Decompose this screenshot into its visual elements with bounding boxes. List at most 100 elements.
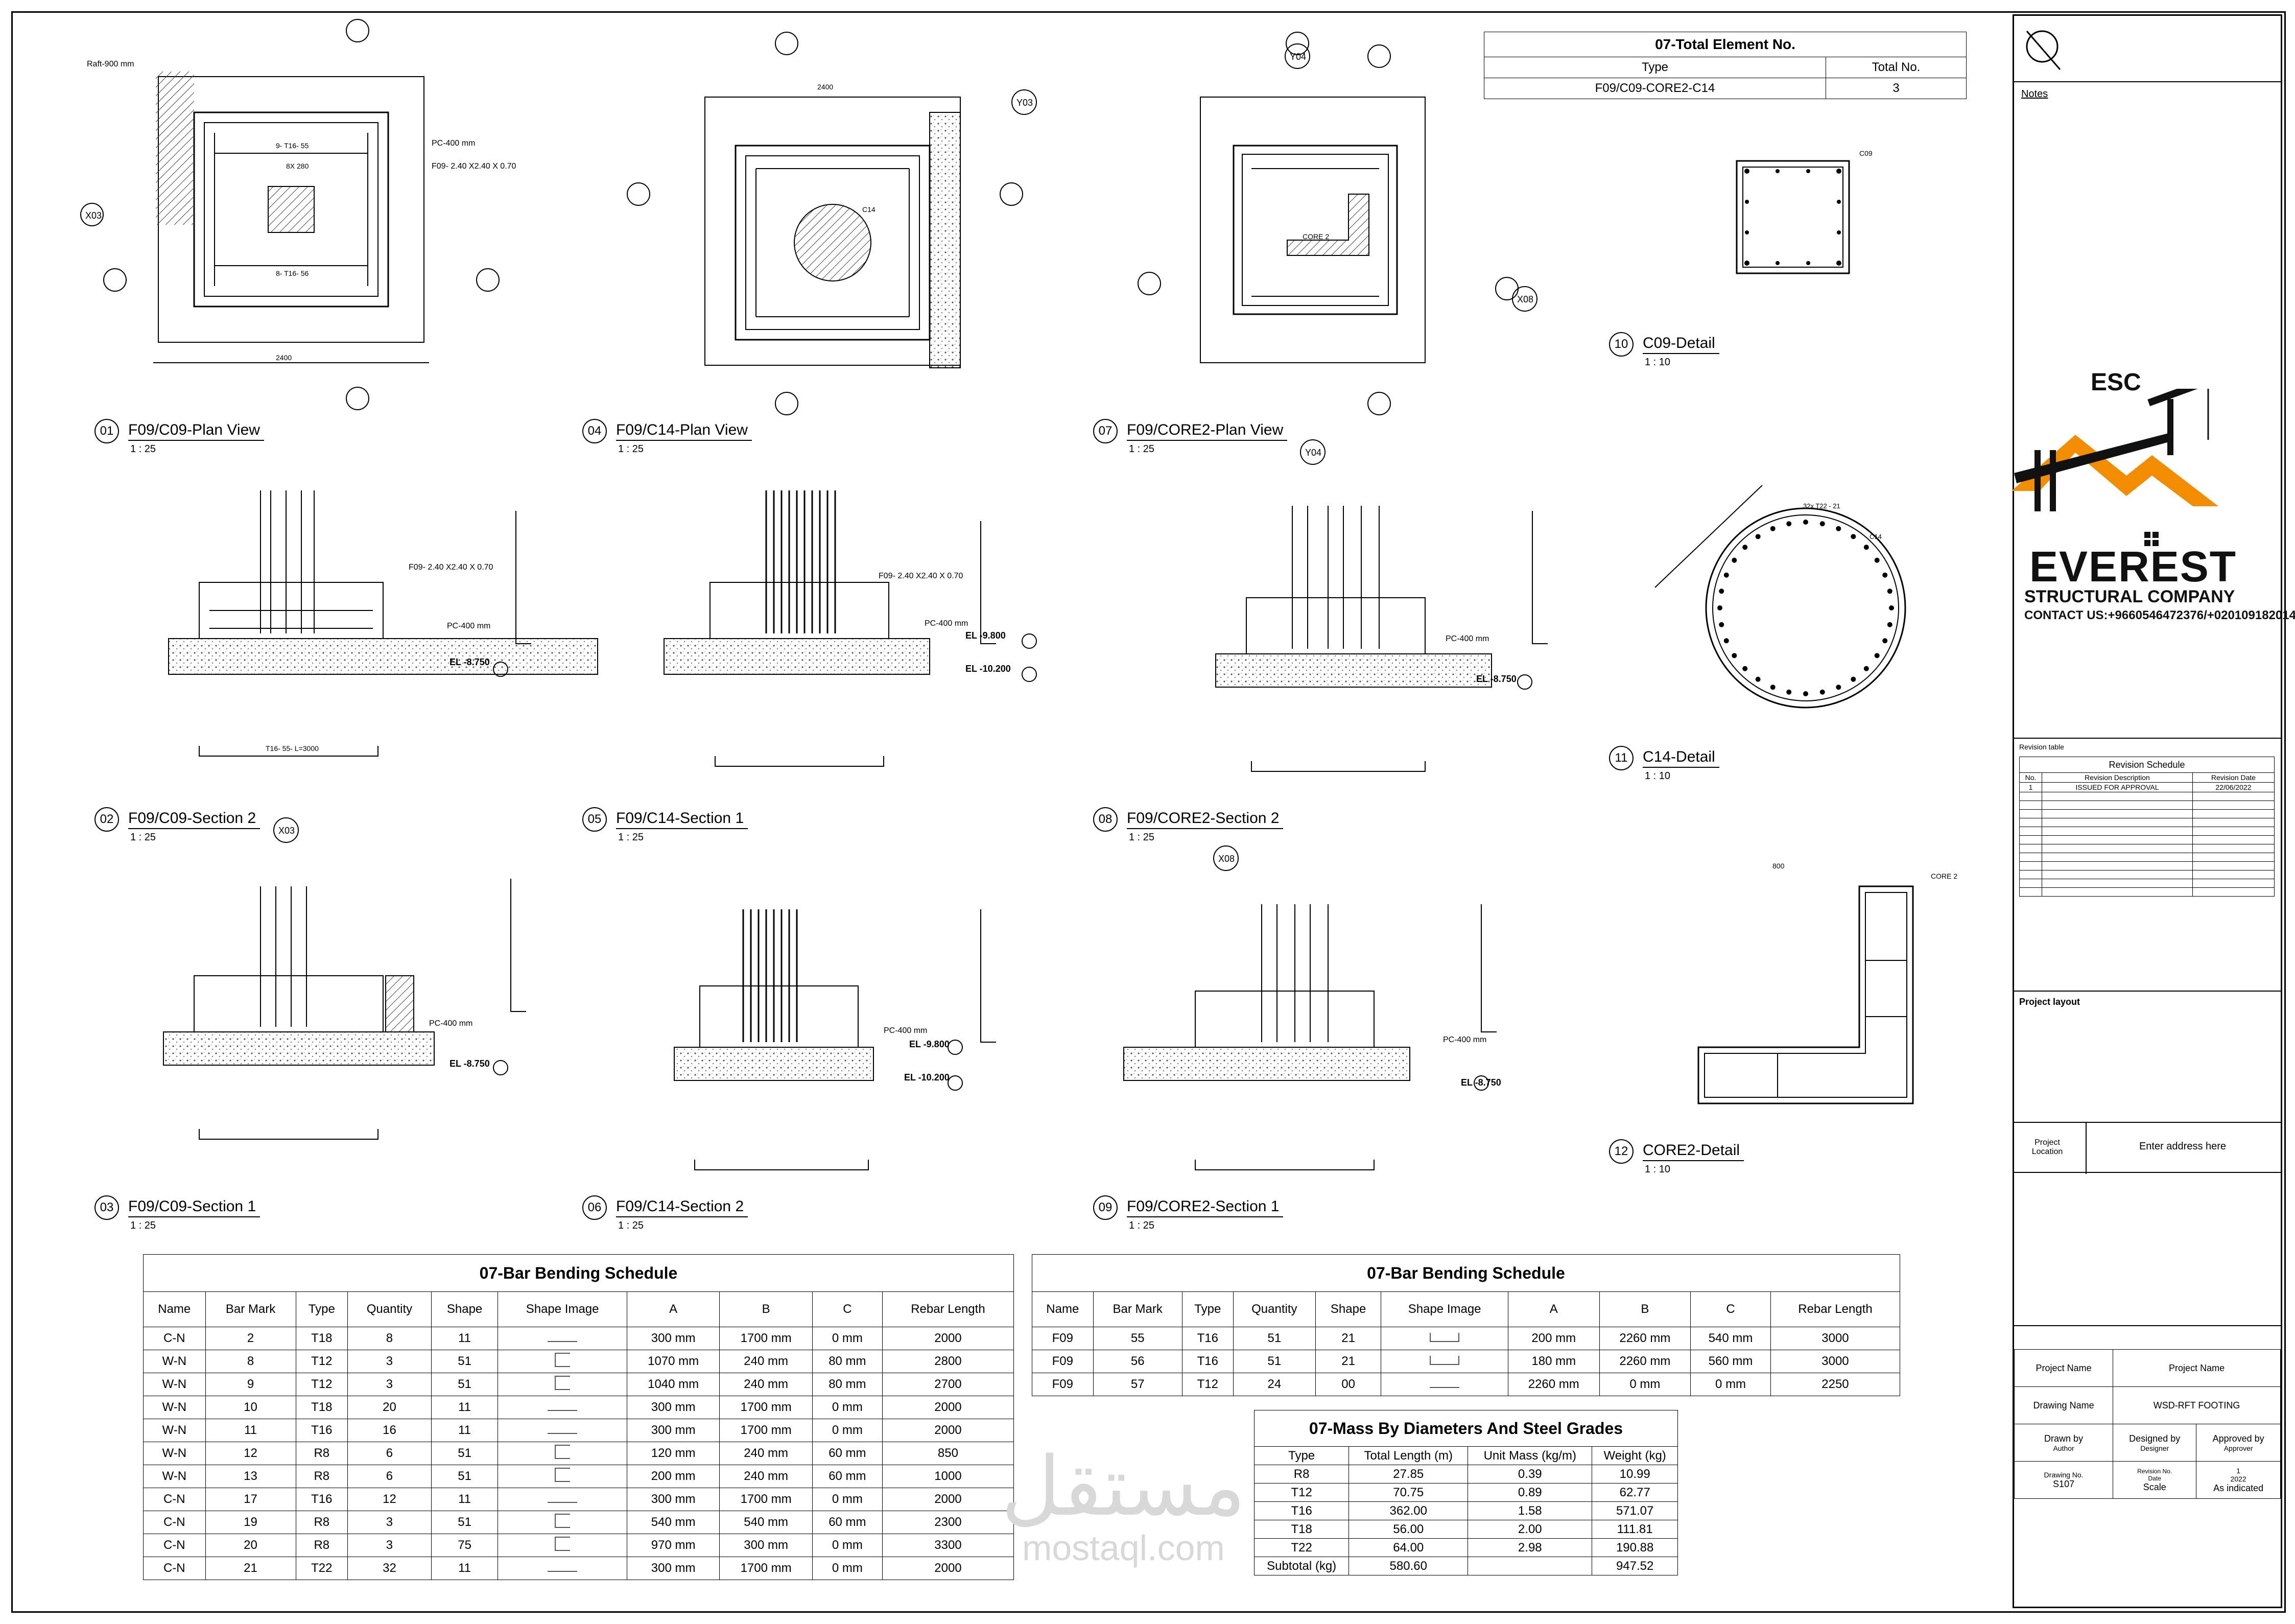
bbs-cell: 3 (347, 1534, 432, 1557)
bbs-cell: 75 (431, 1534, 499, 1557)
bbs-cell: 300 mm (626, 1327, 720, 1350)
c14-rebar-dot (1887, 622, 1892, 627)
c14-rebar-dot (1803, 691, 1808, 696)
mass-cell: 111.81 (1592, 1520, 1678, 1539)
view-number: 01 (94, 419, 119, 443)
section-c14-2 (674, 909, 996, 1170)
company-logo: ESC EVEREST STRUCTURAL COMPANY CONTACT U… (1973, 369, 2295, 622)
total-element-title: 07-Total Element No. (1484, 32, 1967, 57)
designed-by-value: Designer (2140, 1444, 2169, 1452)
mass-cell: 56.00 (1348, 1520, 1469, 1539)
north-box (2014, 16, 2281, 82)
bbs-cell: 20 (205, 1534, 296, 1557)
bbs-cell: 2000 (882, 1488, 1014, 1511)
bbs-cell: 80 mm (812, 1373, 883, 1396)
view-scale: 1 : 25 (130, 443, 156, 455)
bbs-cell: C-N (143, 1327, 206, 1350)
bbs-cell: 1070 mm (626, 1350, 720, 1373)
drawn-by-label: Drawn by (2044, 1433, 2084, 1444)
rebar-shape-icon (548, 1500, 578, 1503)
bbs-cell: 11 (431, 1488, 499, 1511)
mass-cell: 190.88 (1592, 1538, 1678, 1557)
bbs-cell: 51 (431, 1373, 499, 1396)
bbs-shape-cell (498, 1419, 627, 1442)
bbs-shape-cell (498, 1511, 627, 1534)
footing-label: F09- 2.40 X2.40 X 0.70 (432, 162, 516, 171)
view-number: 04 (582, 419, 607, 443)
mass-cell: 1.58 (1468, 1501, 1593, 1520)
bbs-cell: 0 mm (812, 1419, 883, 1442)
logo-company: EVEREST (2029, 543, 2237, 591)
bbs-cell: 6 (347, 1442, 432, 1465)
view-scale: 1 : 25 (618, 832, 644, 843)
bbs-shape-cell (498, 1488, 627, 1511)
bbs-cell: 56 (1093, 1350, 1182, 1373)
bbs-cell: 00 (1315, 1373, 1382, 1396)
pc-label-core2: PC-400 mm (1446, 634, 1489, 643)
bbs-header: A (626, 1291, 720, 1327)
mass-cell: R8 (1253, 1465, 1350, 1484)
c14-detail (1654, 485, 1906, 709)
bbs-header: C (812, 1291, 883, 1327)
bbs-title: 07-Bar Bending Schedule (1032, 1254, 1900, 1292)
bbs-cell: 300 mm (719, 1534, 813, 1557)
bbs-shape-cell (498, 1557, 627, 1580)
bbs-cell: 240 mm (719, 1373, 813, 1396)
bbs-cell: 1700 mm (719, 1557, 813, 1580)
bbs-cell: T16 (295, 1419, 348, 1442)
el-c14a-2: EL -9.800 (909, 1039, 950, 1049)
revision-no-value: 1 (2236, 1466, 2241, 1475)
bbs-cell: R8 (295, 1511, 348, 1534)
view-scale: 1 : 25 (1129, 832, 1155, 843)
c14-rebar-dot (1755, 534, 1761, 539)
bbs-header: B (719, 1291, 813, 1327)
el-label-s2: EL -8.750 (449, 657, 490, 667)
bbs-cell: F09 (1032, 1373, 1094, 1396)
bbs-cell: C-N (143, 1511, 206, 1534)
view-name: C09-Detail (1643, 335, 1719, 354)
c14-rebar-dot (1742, 666, 1748, 671)
bbs-cell: 11 (431, 1396, 499, 1419)
logo-graphic (2012, 389, 2218, 546)
bbs-cell: 60 mm (812, 1442, 883, 1465)
bbs-cell: 180 mm (1507, 1350, 1600, 1373)
mass-cell: 0.89 (1468, 1483, 1593, 1502)
bbs-cell: 1000 (882, 1465, 1014, 1488)
project-name-value: Project Name (2113, 1349, 2281, 1387)
drawing-canvas: X03 Raft-900 mm PC-400 mm F09- 2.40 X2.4… (80, 19, 1957, 1170)
pc-label-core2-1: PC-400 mm (1443, 1035, 1486, 1044)
bbs-cell: 3 (347, 1373, 432, 1396)
rebar-shape-icon (548, 1339, 578, 1342)
bbs-cell: 120 mm (626, 1442, 720, 1465)
c14-detail-label: C14 (1870, 533, 1882, 540)
grid-y03-label: Y03 (1016, 98, 1033, 108)
view-number: 06 (582, 1195, 607, 1220)
bbs-cell: 2260 mm (1507, 1373, 1600, 1396)
bbs-cell: 300 mm (626, 1488, 720, 1511)
footing-label-s2: F09- 2.40 X2.40 X 0.70 (409, 563, 493, 572)
section-c09-2 (168, 490, 598, 757)
el-c14b: EL -10.200 (965, 664, 1011, 674)
bbs-header: Rebar Length (1770, 1291, 1901, 1327)
bbs-cell: W-N (143, 1373, 206, 1396)
c14-bars (1717, 520, 1894, 696)
section-core2-1 (1123, 845, 1497, 1170)
bbs-cell: W-N (143, 1465, 206, 1488)
view-name: CORE2-Detail (1643, 1142, 1744, 1161)
bbs-cell: 57 (1093, 1373, 1182, 1396)
bbs-cell: 11 (205, 1419, 296, 1442)
rebar-bot-label: 8- T16- 56 (276, 269, 309, 277)
c14-rebar-dot (1863, 666, 1869, 671)
bbs-cell: 2700 (882, 1373, 1014, 1396)
c14-rebar-dot (1882, 638, 1888, 644)
bbs-header: Shape Image (1381, 1291, 1508, 1327)
bbs-cell: 560 mm (1690, 1350, 1771, 1373)
bbs-cell: 970 mm (626, 1534, 720, 1557)
